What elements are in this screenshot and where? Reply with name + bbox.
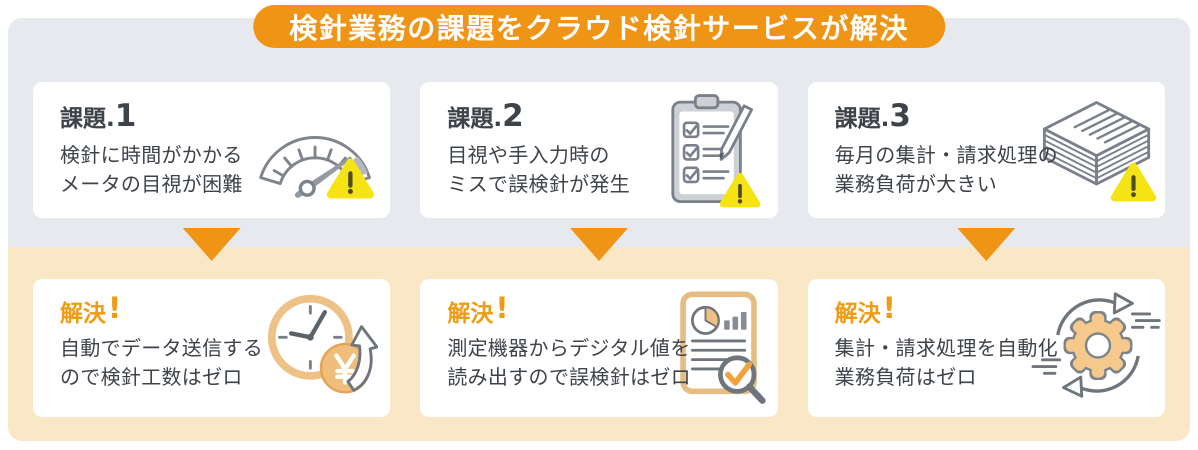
problem-3-number: 3 [889,98,911,134]
solution-1-line-1: 自動でデータ送信する [60,335,263,360]
problem-3-line-1: 毎月の集計・請求処理の [834,142,1058,167]
problem-3-label: 課題. [834,106,890,132]
solution-2-text: 測定機器からデジタル値を 読み出すので誤検針はゼロ [447,334,767,392]
down-arrow-icon [182,228,241,261]
solution-3-line-2: 業務負荷はゼロ [834,364,977,389]
problem-2-line-1: 目視や手入力時の [447,142,610,167]
report-magnifier-check-icon [679,291,766,404]
problem-2-line-2: ミスで誤検針が発生 [447,171,631,196]
problem-2-number: 2 [502,98,524,134]
solution-3-label: 解決 [834,301,881,327]
solution-2-line-2: 読み出すので誤検針はゼロ [447,364,691,389]
problem-1-line-2: メータの目視が困難 [60,171,243,196]
down-arrow-icon [569,228,628,261]
problem-3-title: 課題.3 [835,97,1155,136]
arrows-row [33,228,1165,261]
solution-3-line-1: 集計・請求処理を自動化 [834,335,1058,360]
solution-1-label: 解決 [60,301,106,327]
solution-card-2: 解決! 測定機器からデジタル値を 読み出すので誤検針はゼロ [420,279,778,417]
page-title: 検針業務の課題をクラウド検針サービスが解決 [289,11,909,45]
solution-2-title: 解決! [447,291,767,329]
solution-2-exclaim: ! [495,291,509,325]
problem-1-label: 課題. [60,106,115,132]
problem-card-2: 課題.2 目視や手入力時の ミスで誤検針が発生 [420,82,778,218]
problem-2-text: 目視や手入力時の ミスで誤検針が発生 [447,141,767,199]
gear-cycle-arrows-icon [1031,292,1161,398]
solution-3-exclaim: ! [882,291,896,325]
problem-2-title: 課題.2 [447,97,767,136]
problem-card-1: 課題.1 検針に時間がかかる メータの目視が困難 [33,82,391,218]
problems-row: 課題.1 検針に時間がかかる メータの目視が困難 課題.2 [33,82,1165,218]
solution-2-label: 解決 [447,301,494,327]
problem-3-text: 毎月の集計・請求処理の 業務負荷が大きい [835,141,1155,199]
title-banner: 検針業務の課題をクラウド検針サービスが解決 [253,5,945,48]
meter-gauge-warning-icon [259,136,376,204]
problem-3-line-2: 業務負荷が大きい [834,171,998,196]
problem-1-line-1: 検針に時間がかかる [60,142,243,167]
checklist-clipboard-warning-icon [671,94,762,211]
solution-1-exclaim: ! [108,291,122,325]
problem-2-label: 課題. [447,106,503,132]
solution-1-text: 自動でデータ送信する ので検針工数はゼロ [60,334,380,392]
problem-1-text: 検針に時間がかかる メータの目視が困難 [60,141,380,199]
clock-yen-arrow-icon [268,294,379,394]
solution-card-3: 解決! 集計・請求処理を自動化 業務負荷はゼロ [807,279,1165,417]
solution-3-title: 解決! [834,291,1155,329]
solution-2-line-1: 測定機器からデジタル値を [447,335,691,360]
down-arrow-icon [957,228,1016,261]
solution-3-text: 集計・請求処理を自動化 業務負荷はゼロ [835,334,1155,392]
solution-card-1: 解決! 自動でデータ送信する ので検針工数はゼロ [33,279,391,417]
solution-1-line-2: ので検針工数はゼロ [60,364,243,389]
problem-1-number: 1 [114,98,137,134]
solutions-row: 解決! 自動でデータ送信する ので検針工数はゼロ 解決! 測定 [33,279,1165,417]
problem-card-3: 課題.3 毎月の集計・請求処理の 業務負荷が大きい [807,82,1165,218]
problem-1-title: 課題.1 [60,97,380,136]
solution-1-title: 解決! [60,291,380,329]
paper-stack-warning-icon [1042,101,1161,205]
